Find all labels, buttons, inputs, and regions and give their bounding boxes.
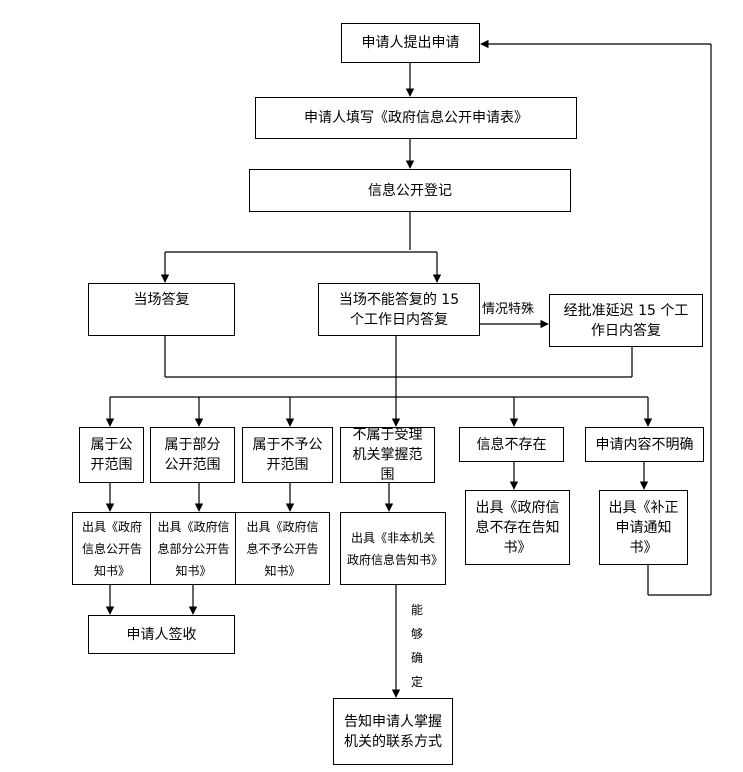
register-box: 信息公开登记 — [249, 169, 571, 212]
not-owned-text: 不属于受理机关掌握范围 — [352, 427, 423, 483]
not-public-text: 属于不予公开范围 — [252, 437, 323, 473]
notice-supplement-text: 出具《补正申请通知书》 — [608, 499, 679, 556]
unclear-text: 申请内容不明确 — [595, 436, 694, 453]
notice-public-text: 出具《政府信息公开告知书》 — [81, 519, 142, 578]
sign-text: 申请人签收 — [126, 626, 197, 643]
delay-text: 经批准延迟 15 个工作日内答复 — [563, 302, 689, 339]
can-determine-label: 能够确定 — [410, 603, 423, 689]
cannot-answer-box: 当场不能答复的 15 个工作日内答复 — [318, 283, 480, 336]
not-public-box: 属于不予公开范围 — [242, 427, 333, 483]
public-scope-text: 属于公开范围 — [90, 437, 133, 473]
fill-form-box: 申请人填写《政府信息公开申请表》 — [255, 97, 577, 139]
special-label: 情况特殊 — [482, 302, 535, 317]
notice-not-public-box: 出具《政府信息不予公开告知书》 — [235, 512, 330, 585]
not-exist-box: 信息不存在 — [459, 427, 564, 462]
not-owned-box: 不属于受理机关掌握范围 — [340, 427, 435, 483]
delay-box: 经批准延迟 15 个工作日内答复 — [549, 294, 703, 347]
register-text: 信息公开登记 — [368, 182, 452, 199]
unclear-box: 申请内容不明确 — [585, 427, 704, 462]
contact-text: 告知申请人掌握机关的联系方式 — [344, 713, 442, 750]
notice-not-owned-text: 出具《非本机关政府信息告知书》 — [347, 530, 444, 567]
notice-not-exist-text: 出具《政府信息不存在告知书》 — [475, 499, 560, 556]
apply-text: 申请人提出申请 — [361, 35, 460, 51]
notice-not-exist-box: 出具《政府信息不存在告知书》 — [465, 490, 570, 565]
notice-not-public-text: 出具《政府信息不予公开告知书》 — [246, 519, 319, 578]
public-scope-box: 属于公开范围 — [79, 427, 144, 483]
answer-now-text: 当场答复 — [133, 292, 190, 308]
fill-form-text: 申请人填写《政府信息公开申请表》 — [304, 110, 528, 126]
notice-not-owned-box: 出具《非本机关政府信息告知书》 — [340, 512, 446, 585]
sign-box: 申请人签收 — [88, 615, 235, 654]
notice-partial-box: 出具《政府信息部分公开告知书》 — [150, 512, 237, 585]
cannot-answer-text: 当场不能答复的 15 个工作日内答复 — [338, 291, 460, 328]
partial-scope-box: 属于部分公开范围 — [150, 427, 235, 483]
partial-scope-text: 属于部分公开范围 — [164, 437, 221, 473]
notice-partial-text: 出具《政府信息部分公开告知书》 — [157, 519, 230, 578]
not-exist-text: 信息不存在 — [476, 436, 547, 453]
notice-supplement-box: 出具《补正申请通知书》 — [599, 490, 688, 565]
notice-public-box: 出具《政府信息公开告知书》 — [72, 512, 152, 585]
apply-box: 申请人提出申请 — [341, 23, 480, 63]
contact-box: 告知申请人掌握机关的联系方式 — [333, 698, 453, 765]
answer-now-box: 当场答复 — [88, 283, 235, 336]
